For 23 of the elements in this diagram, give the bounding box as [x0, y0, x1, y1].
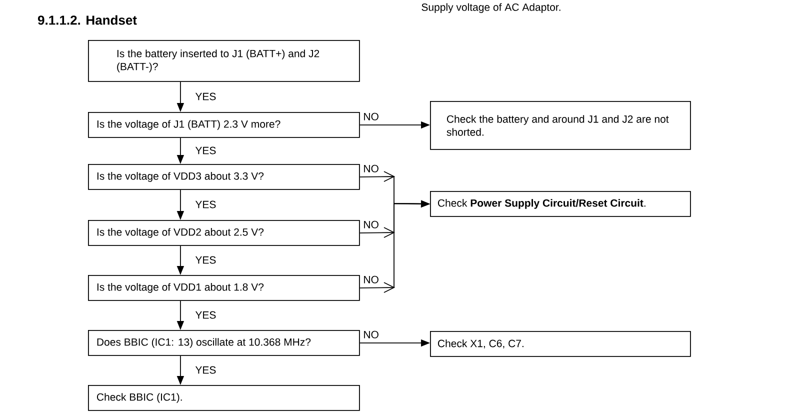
process-box: Does BBIC (IC1: 13) oscillate at 10.368 MHz?	[88, 330, 360, 356]
process-box: Is the voltage of VDD3 about 3.3 V?	[88, 164, 360, 190]
edge-label: YES	[194, 92, 218, 102]
process-box: Is the voltage of VDD2 about 2.5 V?	[88, 220, 360, 246]
edge-label: YES	[194, 310, 218, 320]
edge-label: NO	[362, 112, 380, 122]
process-box: Check the battery and around J1 and J2 are not shorted.	[430, 101, 691, 150]
process-box: Is the voltage of VDD1 about 1.8 V?	[88, 275, 360, 301]
note-text: Supply voltage of AC Adaptor.	[422, 3, 560, 13]
edge-label: YES	[194, 200, 218, 210]
edge-label: YES	[194, 146, 218, 156]
section-heading: 9.1.1.2. Handset	[38, 15, 137, 25]
process-box: Check Power Supply Circuit/Reset Circuit.	[430, 191, 691, 217]
process-box: Check BBIC (IC1).	[88, 385, 360, 411]
edge-label: NO	[362, 164, 380, 174]
edge-label: NO	[362, 274, 380, 284]
edge-label: YES	[194, 365, 218, 375]
process-box: Is the battery inserted to J1 (BATT+) and J2 (BATT-)?	[88, 40, 360, 82]
edge-label: NO	[362, 330, 380, 340]
process-box: Is the voltage of J1 (BATT) 2.3 V more?	[88, 112, 360, 138]
edge-label: NO	[362, 220, 380, 230]
process-box: Check X1, C6, C7.	[430, 331, 691, 357]
edge-label: YES	[194, 255, 218, 265]
